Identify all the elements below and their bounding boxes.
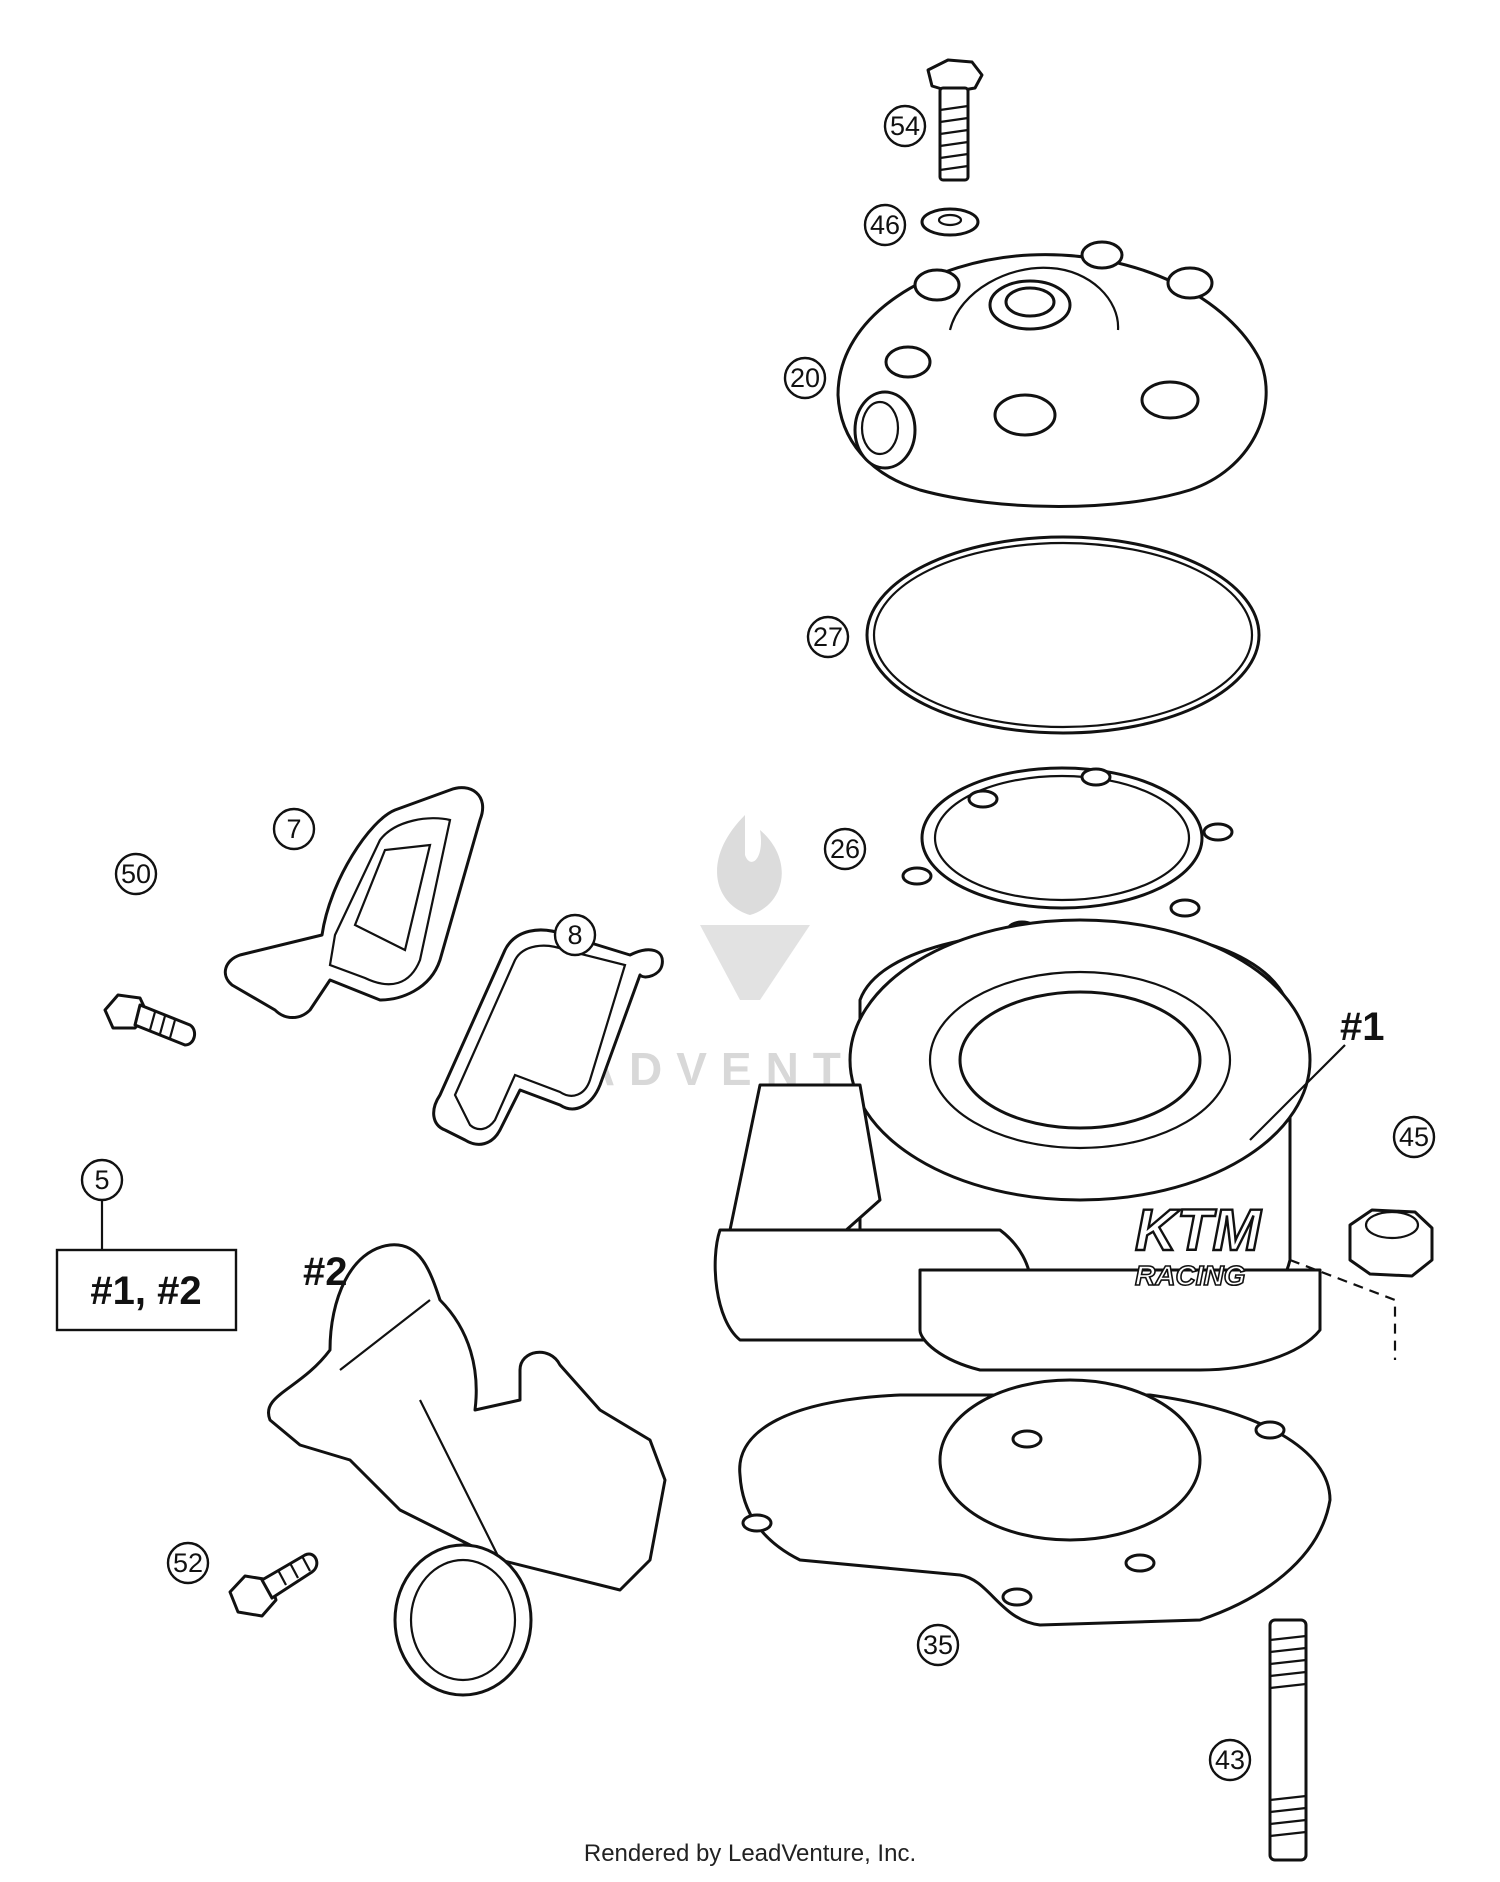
svg-text:27: 27: [813, 622, 843, 652]
svg-text:8: 8: [567, 920, 582, 950]
gasket-8: [432, 928, 664, 1146]
callout-27: 27: [806, 615, 850, 659]
callout-26: 26: [823, 827, 867, 871]
svg-text:52: 52: [173, 1548, 203, 1578]
cylinder-1: KTM RACING: [713, 918, 1332, 1627]
svg-text:54: 54: [890, 111, 920, 141]
svg-text:35: 35: [923, 1630, 953, 1660]
stud-43: [1268, 1618, 1308, 1862]
kit-box-label: #1, #2: [90, 1269, 201, 1313]
nut-45: [1348, 1208, 1434, 1278]
callout-35: 35: [916, 1623, 960, 1667]
watermark-v-icon: [700, 925, 810, 1000]
flange-7: [223, 786, 485, 1019]
watermark-flame-icon: [717, 815, 782, 915]
svg-text:46: 46: [870, 210, 900, 240]
svg-text:5: 5: [94, 1165, 109, 1195]
bolt-54: [926, 58, 984, 182]
bolt-52: [228, 1552, 319, 1618]
head-gasket-26: [901, 766, 1234, 940]
intake-reference-label: #2: [303, 1250, 348, 1294]
callout-45: 45: [1392, 1115, 1436, 1159]
callout-52: 52: [166, 1541, 210, 1585]
callout-7: 7: [272, 807, 316, 851]
leader-cylinder: [1249, 1044, 1346, 1141]
kit-box: [55, 1248, 238, 1332]
callout-43: 43: [1208, 1738, 1252, 1782]
callout-20: 20: [783, 356, 827, 400]
callout-50: 50: [114, 852, 158, 896]
leader-nut-45: [1289, 1258, 1397, 1360]
svg-text:45: 45: [1399, 1122, 1429, 1152]
kit-5: #1, #2: [55, 1200, 238, 1332]
svg-text:43: 43: [1215, 1745, 1245, 1775]
washer-46: [920, 207, 980, 237]
bolt-50: [103, 993, 197, 1047]
svg-text:26: 26: [830, 834, 860, 864]
callout-8: 8: [553, 913, 597, 957]
callout-46: 46: [863, 203, 907, 247]
footer-credit: Rendered by LeadVenture, Inc.: [583, 1840, 917, 1867]
cylinder-brand-logo: KTM: [1135, 1198, 1262, 1263]
cylinder-brand-sub-logo: RACING: [1135, 1260, 1245, 1291]
cylinder-head-20: [836, 240, 1268, 508]
callout-54: 54: [883, 104, 927, 148]
o-ring-27: [865, 535, 1261, 735]
callout-5: 5: [80, 1158, 124, 1202]
svg-text:7: 7: [286, 814, 301, 844]
svg-text:20: 20: [790, 363, 820, 393]
cylinder-reference-label: #1: [1340, 1005, 1385, 1049]
intake-flange-2: [266, 1243, 667, 1697]
svg-text:50: 50: [121, 859, 151, 889]
